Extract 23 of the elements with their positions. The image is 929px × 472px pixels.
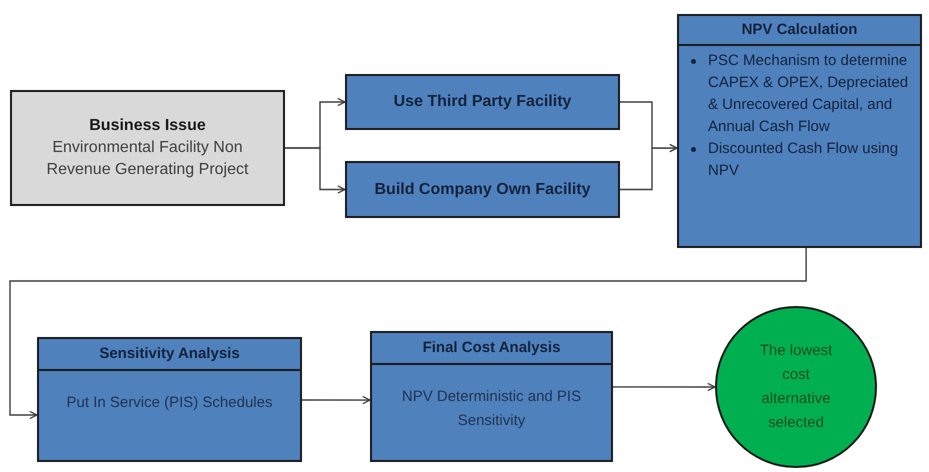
process-box (370, 331, 613, 462)
process-box (37, 337, 302, 462)
box-text: Environmental Facility Non Revenue Generating Project (46, 138, 250, 180)
connector-arrow (302, 396, 371, 404)
issue-box (10, 90, 285, 206)
process-box (345, 161, 620, 218)
box-heading: Build Company Own Facility (374, 180, 591, 200)
circle-text: The lowest cost alternative selected (758, 341, 834, 433)
process-box (345, 74, 620, 130)
bullet-text: Discounted Cash Flow using NPV (708, 139, 900, 181)
bullet-text: PSC Mechanism to determine CAPEX & OPEX, Depreciated & Unrecovered Capital, and Annual Cash Flow (708, 51, 910, 137)
box-header: Final Cost Analysis (372, 333, 611, 365)
box-header: NPV Calculation (679, 16, 920, 46)
box-text: Put In Service (PIS) Schedules (66, 393, 272, 413)
connector-arrow (613, 382, 716, 392)
box-heading: Business Issue (89, 116, 206, 136)
box-text: NPV Deterministic and PIS Sensitivity (400, 387, 582, 431)
connector-arrow (9, 248, 807, 420)
connector-arrow (285, 147, 346, 194)
process-box (677, 14, 922, 248)
box-heading: Use Third Party Facility (394, 92, 572, 112)
box-header: Sensitivity Analysis (39, 339, 300, 371)
connector-arrow (620, 144, 678, 190)
